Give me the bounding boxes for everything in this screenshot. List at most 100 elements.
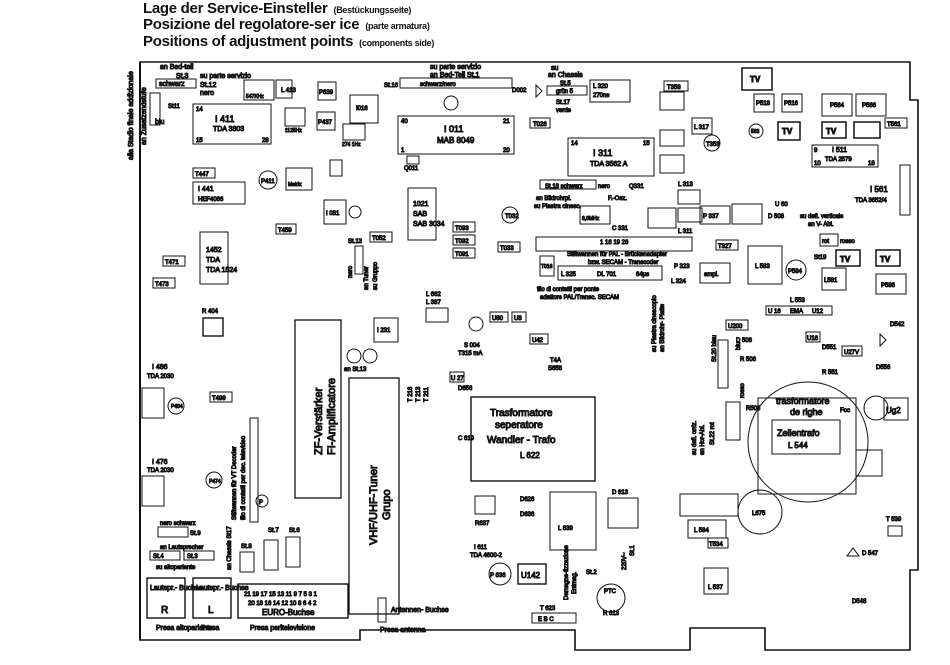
pot-p639 <box>317 81 337 101</box>
label-t327: T327 <box>718 244 732 250</box>
test-point-p <box>255 494 269 508</box>
label-d656: D656 <box>458 386 473 392</box>
label-p586: P586 <box>881 283 896 289</box>
label-p639: P639 <box>319 90 334 96</box>
label-t4a: T4A <box>550 358 561 364</box>
label-su-parte-servizio-2: su parte servizio <box>430 64 481 71</box>
label-mab8049: MAB 8049 <box>437 136 475 145</box>
label-an-vabl: an V- Abl. <box>808 222 834 228</box>
pot-p437 <box>316 111 336 131</box>
label-gruen5: grün 5 <box>556 89 574 95</box>
label-l413: L 413 <box>281 88 296 94</box>
label-blu2: blu <box>736 342 742 350</box>
pot-p564 <box>821 93 853 117</box>
label-t016: T016 <box>541 264 553 270</box>
label-bzw-secam: bzw. SECAM - Transcoder <box>588 260 658 266</box>
label-st13-top: St.13 <box>348 239 363 245</box>
transistor-t447 <box>192 167 216 179</box>
connector-st6 <box>285 536 301 568</box>
label-fi: FI-Amplificatore <box>326 378 338 455</box>
title-line-italian: Posizione del regolatore-ser ice <box>143 16 360 33</box>
label-p: P <box>259 500 263 506</box>
r637-adjust <box>474 495 496 515</box>
strip-u16b <box>805 331 821 343</box>
label-stift-vt: Stiftwannen für VT Decoder <box>232 446 238 520</box>
diode-d002 <box>535 83 543 99</box>
pot-p636 <box>488 562 512 586</box>
label-ema: EMA <box>790 309 803 315</box>
coil-547khz <box>243 79 275 101</box>
label-d548: D548 <box>852 599 867 605</box>
label-nero-schw: nero schwarz <box>160 521 196 527</box>
svg-text:20: 20 <box>503 148 510 154</box>
transistor-t327 <box>715 239 739 251</box>
transistor-t091 <box>452 247 476 259</box>
connector-st13 <box>354 245 364 275</box>
connector-st16 <box>399 77 513 89</box>
tuner-module <box>348 377 400 615</box>
label-i441: I 441 <box>198 186 214 193</box>
transistor-t093 <box>452 221 476 233</box>
label-d508: D 508 <box>768 214 785 220</box>
label-tda2579: TDA 2579 <box>825 157 852 163</box>
label-st4: St.4 <box>153 554 164 560</box>
label-u200: U200 <box>728 324 743 330</box>
label-entmag: Entmag. <box>572 571 578 594</box>
pot-p586 <box>875 273 907 295</box>
pot-p516 <box>781 93 803 113</box>
label-d613: D 613 <box>612 490 629 496</box>
connector-st3b <box>183 550 215 561</box>
label-t471: T471 <box>165 260 179 266</box>
crystal-q011 <box>406 155 420 165</box>
label-st7: St.7 <box>268 528 279 534</box>
pot-p484 <box>167 397 185 415</box>
antenna-socket <box>377 597 387 623</box>
label-i511: I 511 <box>832 147 847 154</box>
svg-text:I016: I016 <box>356 106 368 112</box>
label-an-bildrohr2: an Bildrohr- Platte <box>660 303 666 352</box>
label-st2: St.2 <box>586 570 597 576</box>
label-dl701: DL 701 <box>597 272 617 278</box>
label-t353: T353 <box>706 142 720 148</box>
connector-st5 <box>546 85 588 96</box>
label-ptc: PTC <box>604 589 617 595</box>
label-c331: C 331 <box>612 226 629 232</box>
adj-ampl-2 <box>699 262 731 284</box>
label-hef4066: HEF4066 <box>198 197 224 203</box>
coil-l584 <box>687 519 727 539</box>
ug2-box <box>883 397 909 421</box>
ic-i476 <box>141 475 165 507</box>
tv-icon-box-2 <box>777 121 801 141</box>
label-i011: I 011 <box>444 124 463 134</box>
svg-text:10: 10 <box>814 161 821 167</box>
svg-text:TV: TV <box>782 127 793 136</box>
label-tda2030-a: TDA 2030 <box>147 374 174 380</box>
label-p564: P564 <box>830 103 845 109</box>
connector-st20 <box>717 339 729 389</box>
transistor-t561 <box>884 117 908 129</box>
adj-331-b <box>677 207 703 223</box>
ic-i011 <box>397 115 515 155</box>
label-seperatore: seperatore <box>495 420 543 431</box>
zeilentrafo-core <box>771 419 841 455</box>
label-64us: 64µs <box>636 272 649 278</box>
label-tda3652: TDA 3652/4 <box>855 198 887 204</box>
euro-scart-connector <box>237 583 349 619</box>
ptc-thermistor <box>596 583 626 613</box>
delay-line-dl701 <box>557 265 663 281</box>
label-u12: U12 <box>812 309 824 315</box>
ic-i016 <box>349 94 379 124</box>
strip-u27 <box>449 371 465 383</box>
label-i611: I 611 <box>474 545 488 551</box>
label-t315: T315 mA <box>458 351 482 357</box>
label-l317: L 317 <box>694 125 709 131</box>
label-t459: T459 <box>278 228 292 234</box>
ic-i486 <box>141 387 165 419</box>
label-t216: T 216 <box>408 386 414 402</box>
label-bed-teil: an Bed-teil <box>160 64 194 71</box>
strip-u200 <box>725 319 749 331</box>
pot-p518 <box>753 93 775 113</box>
label-st22: St.22 rot <box>710 422 716 445</box>
speaker-jack-l <box>192 577 232 619</box>
coil-l313 <box>677 189 701 205</box>
